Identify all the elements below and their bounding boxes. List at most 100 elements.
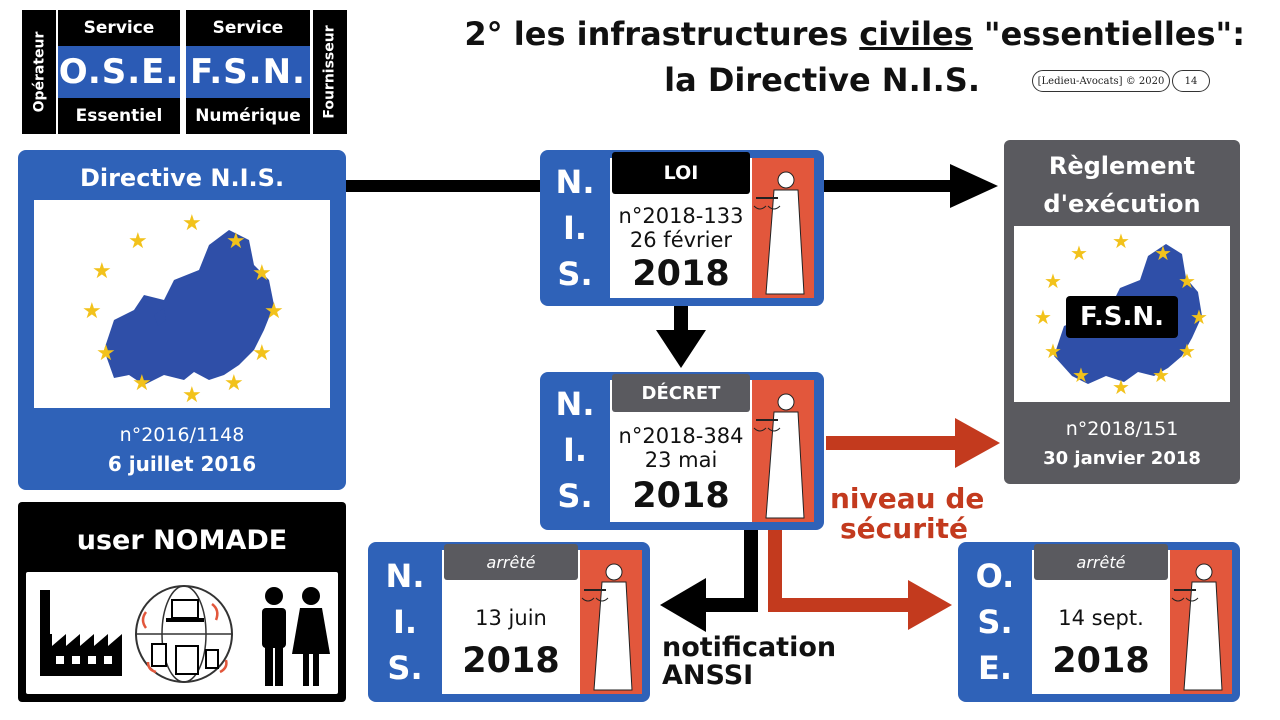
arrete-nis-header: arrêté	[444, 544, 578, 580]
svg-text:★: ★	[1044, 339, 1062, 363]
reglement-date: 30 janvier 2018	[1043, 447, 1201, 469]
decret-letter-2: I.	[562, 431, 588, 469]
ose-badge-top: Service	[83, 18, 155, 38]
arrete-nis-card: N. I. S. arrêté 13 juin 2018	[368, 542, 650, 702]
citation-pill: [Ledieu-Avocats] © 2020	[1032, 70, 1170, 92]
svg-text:★: ★	[1112, 229, 1130, 253]
svg-text:★: ★	[1190, 305, 1208, 329]
arrete-ose-date: 14 sept.	[1058, 605, 1144, 630]
loi-letter-2: I.	[562, 209, 588, 247]
svg-text:★: ★	[1044, 269, 1062, 293]
svg-text:★: ★	[132, 371, 152, 396]
fsn-badge-mid: F.S.N.	[186, 46, 310, 98]
svg-text:★: ★	[182, 211, 202, 236]
ose-badge: Service O.S.E. Essentiel	[58, 10, 180, 134]
loi-letter-3: S.	[557, 255, 593, 293]
decret-number: n°2018-384	[618, 423, 744, 448]
nomade-label: user NOMADE	[76, 524, 288, 556]
svg-text:★: ★	[264, 299, 284, 324]
decret-letter-1: N.	[555, 385, 595, 423]
operateur-tab: Opérateur	[22, 10, 56, 134]
svg-text:★: ★	[1034, 305, 1052, 329]
svg-text:★: ★	[252, 261, 272, 286]
arrete-nis-letter-2: I.	[392, 603, 418, 641]
svg-text:★: ★	[1154, 241, 1172, 265]
arrete-ose-card: O. S. E. arrêté 14 sept. 2018	[958, 542, 1240, 702]
decret-date: 23 mai	[644, 447, 718, 472]
people-icon	[262, 587, 330, 686]
arrete-ose-letter-1: O.	[975, 557, 1015, 595]
reglement-panel: Règlement d'exécution ★ ★ ★ ★ ★ ★ ★ ★ ★ …	[1004, 140, 1240, 484]
arrete-nis-date: 13 juin	[475, 605, 547, 630]
loi-header: LOI	[612, 152, 750, 194]
svg-text:★: ★	[1070, 241, 1088, 265]
directive-header: Directive N.I.S.	[79, 164, 285, 192]
arrow-head-arrete-ose	[908, 580, 952, 630]
niveau-line-1: niveau de	[830, 482, 985, 515]
page-number: 14	[1172, 70, 1210, 92]
svg-text:★: ★	[82, 299, 102, 324]
niveau-label: niveau de sécurité	[830, 484, 1030, 544]
justice-statue-icon	[752, 158, 814, 298]
niveau-line-2: sécurité	[840, 512, 968, 545]
ose-badge-bottom: Essentiel	[75, 106, 163, 126]
nomade-icon-row	[40, 585, 330, 686]
fsn-badge-bottom: Numérique	[195, 106, 301, 126]
arrete-nis-year: 2018	[462, 641, 560, 681]
title-underlined: civiles	[859, 15, 973, 53]
globe-devices-icon	[135, 585, 233, 683]
arrow-head-decret	[656, 330, 706, 368]
arrete-ose-letter-2: S.	[977, 603, 1013, 641]
loi-date: 26 février	[629, 227, 733, 252]
svg-text:★: ★	[1178, 269, 1196, 293]
arrow-decret-down	[744, 530, 758, 612]
directive-number: n°2016/1148	[119, 424, 245, 446]
loi-card: N. I. S. LOI n°2018-133 26 février 2018	[540, 150, 824, 306]
svg-text:★: ★	[252, 341, 272, 366]
fsn-badge: Service F.S.N. Numérique	[186, 10, 310, 134]
loi-letter-1: N.	[555, 163, 595, 201]
decret-card: N. I. S. DÉCRET n°2018-384 23 mai 2018	[540, 372, 824, 530]
svg-text:★: ★	[1152, 363, 1170, 387]
justice-statue-icon	[580, 550, 642, 694]
svg-text:★: ★	[128, 229, 148, 254]
notification-line-1: notification	[662, 632, 837, 663]
notification-line-2: ANSSI	[662, 660, 754, 691]
reglement-header-2: d'exécution	[1043, 190, 1201, 218]
nomade-panel: user NOMADE	[18, 502, 346, 702]
arrow-head-red-reglement	[955, 418, 1000, 468]
arrow-head-arrete-nis	[660, 578, 706, 632]
arrow-to-arrete-nis	[700, 598, 758, 612]
directive-panel: Directive N.I.S. ★ ★ ★ ★ ★ ★ ★ ★ ★ ★ ★ ★…	[18, 150, 346, 490]
eu-map: ★ ★ ★ ★ ★ ★ ★ ★ ★ ★ ★ ★	[34, 200, 330, 408]
arrow-decret-down-red	[768, 530, 782, 612]
svg-text:★: ★	[182, 383, 202, 408]
svg-text:★: ★	[1112, 375, 1130, 399]
eu-map-icon: ★ ★ ★ ★ ★ ★ ★ ★ ★ ★ ★ ★	[82, 211, 284, 408]
arrete-nis-letter-3: S.	[387, 649, 423, 687]
notification-label: notification ANSSI	[662, 634, 902, 690]
fsn-badge-top: Service	[212, 18, 284, 38]
arrow-loi-reglement	[822, 180, 962, 192]
reglement-number: n°2018/151	[1065, 418, 1179, 440]
title-part-b: "essentielles":	[972, 15, 1245, 53]
arrete-ose-header: arrêté	[1034, 544, 1168, 580]
title-line-1: 2° les infrastructures civiles "essentie…	[360, 16, 1245, 52]
svg-text:★: ★	[96, 341, 116, 366]
decret-header: DÉCRET	[612, 374, 750, 412]
title-part-a: 2° les infrastructures	[464, 15, 860, 53]
title-line-2: la Directive N.I.S.	[664, 61, 980, 99]
arrow-loi-decret	[674, 306, 688, 336]
factory-icon	[40, 590, 122, 676]
arrete-nis-letter-1: N.	[385, 557, 425, 595]
svg-text:★: ★	[226, 229, 246, 254]
justice-statue-icon	[1170, 550, 1232, 694]
fsn-label-badge: F.S.N.	[1066, 296, 1178, 338]
svg-text:★: ★	[1178, 339, 1196, 363]
decret-letter-3: S.	[557, 477, 593, 515]
ose-badge-mid: O.S.E.	[58, 46, 180, 98]
arrow-head-reglement	[950, 164, 998, 208]
fournisseur-tab: Fournisseur	[313, 10, 347, 134]
svg-text:★: ★	[224, 371, 244, 396]
